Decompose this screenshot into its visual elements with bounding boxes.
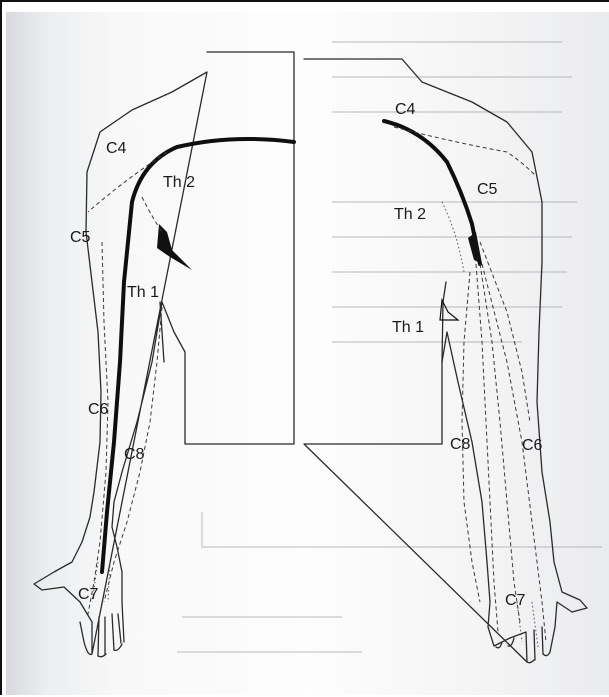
ghost-caption [177,617,362,652]
left-label-c8: C8 [124,446,145,463]
left-label-c4: C4 [106,140,127,157]
ghost-box [202,512,602,547]
right-c7-border-a [480,264,520,622]
right-label-th2: Th 2 [394,206,426,223]
left-label-th1: Th 1 [127,284,159,301]
left-nerve-lines [88,139,294,614]
right-c6-border [480,242,530,422]
left-axial-line-thick [102,139,294,572]
right-nerve-lines [384,121,546,647]
right-label-c8: C8 [450,436,471,453]
left-fingers [80,622,122,657]
left-body-outline [34,52,294,657]
right-torso-arm-outline [304,59,587,662]
left-th1-wedge [157,224,192,270]
right-c7-border-b [476,264,498,632]
right-label-c4: C4 [395,101,416,118]
right-body-outline [304,59,587,663]
right-label-th1: Th 1 [392,319,424,336]
left-label-th2: Th 2 [163,174,195,191]
left-label-c6: C6 [88,401,109,418]
right-label-c5: C5 [477,181,498,198]
right-label-c7: C7 [505,592,526,609]
left-label-c7: C7 [78,586,99,603]
right-axial-line-thick [384,121,480,264]
left-label-c5: C5 [70,229,91,246]
right-label-c6: C6 [522,437,543,454]
